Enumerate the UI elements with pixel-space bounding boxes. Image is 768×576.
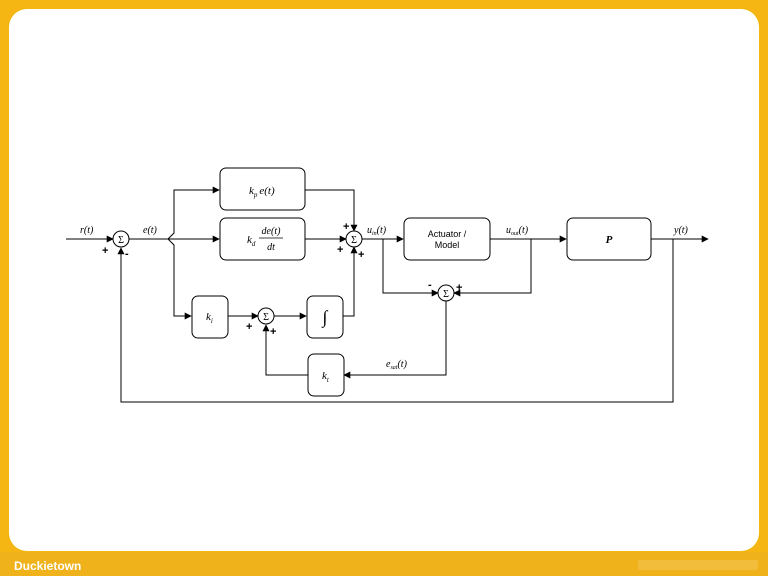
duckietown-logo-text: Duckietown	[14, 559, 82, 573]
integral-block	[306, 295, 344, 339]
ki-block	[191, 295, 229, 339]
line-esat-to-kt	[343, 301, 447, 379]
u-out-signal-label: uout(t)	[506, 225, 529, 237]
sign-plus: +	[102, 245, 108, 257]
integral-symbol: ∫	[322, 307, 329, 328]
sign-minus: -	[125, 248, 129, 260]
u-in-signal-label: uin(t)	[367, 225, 387, 237]
error-signal-label: e(t)	[143, 225, 158, 236]
sum-junction-error	[112, 230, 130, 248]
kd-numerator: de(t)	[262, 226, 282, 237]
actuator-label-line2: Model	[435, 240, 460, 250]
line-uout-to-sat-sum	[453, 239, 532, 297]
sign-plus: +	[456, 282, 462, 294]
sum-junction-saturation	[437, 284, 455, 302]
ki-label: ki	[206, 311, 213, 325]
kt-label: kt	[322, 370, 330, 384]
kd-label: kd	[247, 234, 256, 248]
sum-junction-integrator	[257, 307, 275, 325]
sign-plus: +	[343, 221, 349, 233]
kp-block	[219, 167, 306, 211]
sign-minus: -	[428, 279, 432, 291]
output-signal-label: y(t)	[673, 225, 689, 236]
connection-lines	[66, 186, 709, 403]
sum-symbol: Σ	[351, 235, 357, 246]
plant-block	[566, 217, 652, 261]
sum-symbol: Σ	[263, 312, 269, 323]
line-uin-to-sat-sum	[382, 239, 439, 297]
line-error-to-kp	[167, 186, 220, 240]
line-integral-to-sum	[343, 246, 358, 317]
kt-block	[307, 353, 345, 397]
sign-plus: +	[358, 249, 364, 261]
plant-label: P	[606, 234, 613, 246]
sum-symbol: Σ	[443, 289, 449, 300]
line-kt-to-sum-i	[262, 324, 308, 376]
sign-plus: +	[337, 244, 343, 256]
kd-block	[219, 217, 306, 261]
sign-plus: +	[246, 321, 252, 333]
footer-bar: Duckietown	[0, 552, 768, 576]
actuator-label-line1: Actuator /	[428, 229, 467, 239]
actuator-model-block	[403, 217, 491, 261]
footer-indicator	[638, 560, 758, 570]
line-feedback	[117, 239, 674, 403]
e-sat-signal-label: esat(t)	[386, 359, 408, 371]
line-kp-to-sum	[305, 189, 358, 232]
slide-background	[9, 9, 759, 551]
line-error-to-ki	[167, 238, 192, 320]
sign-plus: +	[270, 326, 276, 338]
reference-signal-label: r(t)	[80, 225, 94, 236]
sum-junction-controller	[345, 230, 363, 248]
kd-denominator: dt	[267, 242, 275, 253]
sum-symbol: Σ	[118, 235, 124, 246]
